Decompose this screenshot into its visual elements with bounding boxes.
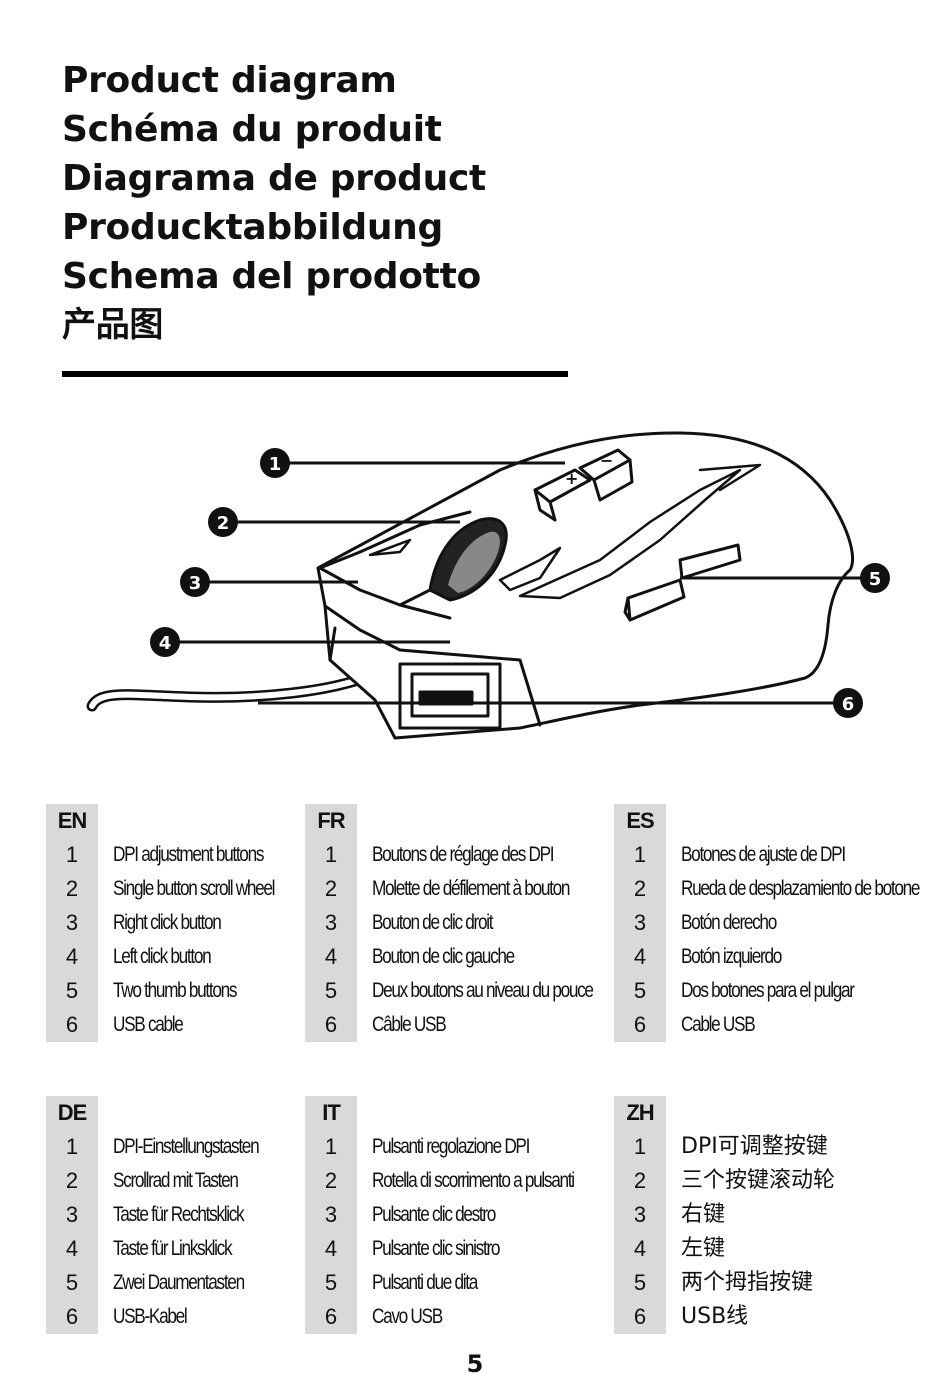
callout-5-label: 5 — [869, 569, 882, 590]
mouse-illustration: + − — [86, 431, 854, 740]
page-number: 5 — [466, 1350, 484, 1378]
dpi-buttons-illustration: + − — [533, 448, 634, 522]
callout-1-label: 1 — [269, 454, 282, 475]
title-de: Producktabbildung — [62, 207, 443, 248]
callout-4-label: 4 — [159, 633, 172, 654]
callout-marker-4: 4 — [150, 627, 180, 657]
legend-lang-label: DE — [46, 1096, 98, 1130]
legend-lang-label: ES — [614, 804, 666, 838]
callout-6-label: 6 — [842, 694, 855, 715]
title-en: Product diagram — [62, 60, 397, 101]
callout-marker-2: 2 — [208, 507, 238, 537]
usb-cable-illustration — [86, 669, 378, 712]
callout-3-label: 3 — [189, 573, 202, 594]
mouse-diagram: + − 1 2 3 4 5 6 — [86, 431, 890, 740]
title-rule — [62, 371, 568, 377]
legend-lang-label: ZH — [614, 1096, 666, 1130]
thumb-buttons-illustration — [623, 543, 742, 622]
legend-lang-label: IT — [305, 1096, 357, 1130]
svg-text:−: − — [600, 451, 613, 470]
callout-marker-6: 6 — [833, 688, 863, 718]
title-it: Schema del prodotto — [62, 256, 481, 297]
title-fr: Schéma du produit — [62, 109, 442, 150]
svg-text:+: + — [565, 469, 578, 488]
title-zh: 产品图 — [62, 305, 164, 345]
callout-2-label: 2 — [217, 513, 230, 534]
callout-marker-3: 3 — [180, 567, 210, 597]
legend-lang-label: EN — [46, 804, 98, 838]
title-block: Product diagram Schéma du produit Diagra… — [62, 56, 486, 350]
callout-marker-1: 1 — [260, 448, 290, 478]
callout-lines — [165, 461, 875, 705]
legend-lang-label: FR — [305, 804, 357, 838]
callout-marker-5: 5 — [860, 563, 890, 593]
title-es: Diagrama de product — [62, 158, 486, 199]
